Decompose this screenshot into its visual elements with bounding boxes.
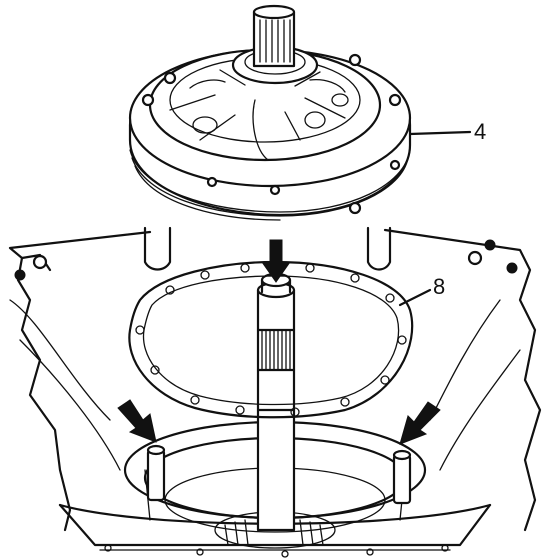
callout-label-gasket: 8: [433, 274, 446, 299]
down-arrow-icon: [261, 239, 291, 283]
callout-label-pump: 4: [474, 119, 487, 144]
down-arrow-icon: [399, 401, 441, 445]
down-arrow-icon: [117, 399, 157, 443]
callout-4-leader: [408, 130, 472, 136]
callout-8-leader: [398, 288, 432, 307]
oil-pump-assembly: [128, 4, 412, 221]
dowel-pins: [146, 444, 412, 505]
input-shaft: [256, 272, 296, 532]
